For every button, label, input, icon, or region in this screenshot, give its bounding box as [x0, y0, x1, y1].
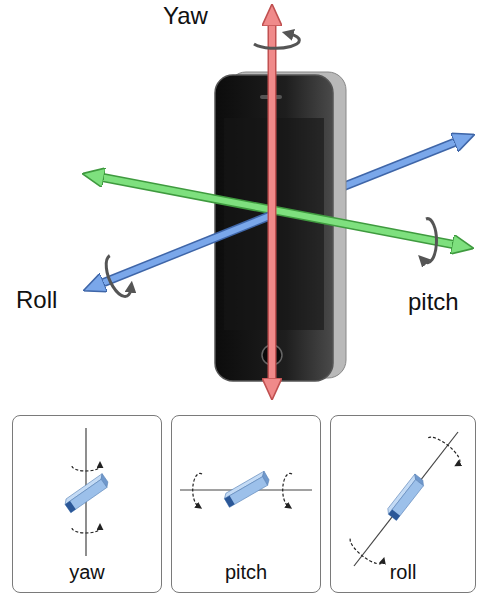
rotation-name: yaw — [69, 561, 105, 583]
axis-label: Roll — [16, 286, 57, 314]
rotation-name: roll — [390, 561, 417, 583]
yaw-rotation-arrow — [254, 34, 299, 48]
rotation-box: yaw — [12, 415, 162, 593]
yaw-axis-outline — [268, 22, 277, 382]
rotation-box: roll — [330, 415, 476, 593]
pitch-icon-arrow — [193, 473, 202, 506]
roll-icon-bar — [385, 474, 426, 520]
yaw-icon-bar — [63, 474, 110, 513]
roll-axis-front — [100, 215, 272, 284]
rotation-box: pitch — [171, 415, 321, 593]
roll-rotation-arrow — [101, 253, 133, 300]
roll-axis-front-outline — [100, 215, 272, 284]
pitch-axis-outline — [100, 177, 456, 245]
pitch-axis — [100, 177, 456, 245]
yaw-axis — [269, 22, 275, 382]
axis-label: Yaw — [163, 2, 208, 30]
yaw-icon-arrow — [72, 528, 100, 533]
rotation-name: pitch — [225, 561, 267, 583]
pitch-icon-arrow — [283, 473, 292, 506]
pitch-rotation-arrow — [424, 219, 436, 263]
axis-label: pitch — [408, 288, 459, 316]
yaw-icon-arrow — [72, 466, 100, 471]
pitch-icon-bar — [222, 471, 271, 507]
roll-icon-arrow — [346, 537, 383, 568]
roll-icon-axis — [354, 432, 458, 566]
roll-icon-arrow — [427, 433, 464, 464]
